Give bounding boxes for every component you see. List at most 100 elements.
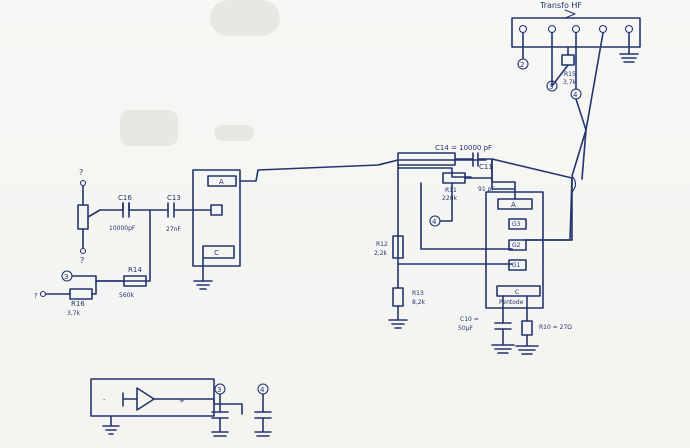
transfo-pin-4 xyxy=(598,24,608,34)
pentode-g1-label: G1 xyxy=(512,262,521,269)
question-bottom-label: ? xyxy=(80,256,84,265)
long-cross-wires xyxy=(397,98,587,241)
amplifier-minus-label: - xyxy=(103,396,106,404)
c4-bottom-plates xyxy=(254,411,272,419)
node-3-left-wire xyxy=(71,275,97,282)
triode-ground xyxy=(193,280,213,290)
pentode-g2-label: G2 xyxy=(512,242,521,249)
triode-cathode-box xyxy=(202,245,235,259)
triode-anode-box xyxy=(207,175,237,187)
input-network: ? ? C16 10000pF C13 27nF R14 560k 3 ? xyxy=(34,168,212,317)
upper-right-to-pentode xyxy=(581,129,587,180)
transfo-pin-1 xyxy=(518,24,528,34)
question-left-pin xyxy=(39,290,47,298)
c16-plates-top xyxy=(122,202,130,211)
r13-ground xyxy=(388,305,408,329)
paper-shadow-top xyxy=(210,0,280,36)
r15-value: 3,7k xyxy=(563,79,577,86)
r16-label: R16 xyxy=(71,300,85,308)
pentode-label: Pentode xyxy=(499,299,524,306)
question-top-label: ? xyxy=(79,168,83,177)
r12-value: 2,2k xyxy=(374,250,388,257)
input-pot-wiper xyxy=(87,209,124,218)
c14-label: C14 = 10000 pF xyxy=(435,144,492,152)
node-4-top-label: 4 xyxy=(573,91,578,99)
c13-plates xyxy=(167,202,175,218)
wire-crossover xyxy=(571,175,577,193)
node-4-to-right-wire xyxy=(575,98,587,131)
transfo-hf-arrow xyxy=(564,9,576,19)
pentode-g3-box xyxy=(508,218,527,230)
node-3-top-circle xyxy=(546,80,558,92)
c13-label: C13 xyxy=(167,194,181,202)
r11-feedback-wire xyxy=(420,182,513,250)
r11-value: 220k xyxy=(442,195,457,202)
r15-label: R15 xyxy=(564,71,576,78)
r11-label: R11 xyxy=(445,187,457,194)
node-3-top-label: 3 xyxy=(549,83,553,91)
amplifier-block: - + 3 4 xyxy=(90,378,272,437)
triode-grid-box xyxy=(210,204,223,216)
r10-label: R10 = 27Ω xyxy=(539,324,572,331)
r11-resistor xyxy=(442,172,466,184)
coupling-network: C14 = 10000 pF C11 R11 220k 91 pF 4 R12 … xyxy=(374,144,516,329)
r15-leads xyxy=(551,46,569,87)
question-bottom-pin xyxy=(79,247,87,255)
c16-value: 10000pF xyxy=(109,225,136,232)
node-2-top: 2 xyxy=(517,58,529,70)
c10-label: C10 = xyxy=(460,316,479,323)
transfo-hf-label: Transfo HF xyxy=(539,1,582,10)
question-left-label: ? xyxy=(34,292,38,300)
pentode-anode-label: A xyxy=(511,201,516,209)
amplifier-enclosure xyxy=(90,378,215,417)
question-top-pin xyxy=(79,179,87,187)
pentode-g3-label: G3 xyxy=(512,221,521,228)
triode-body xyxy=(192,169,241,267)
c10-plates xyxy=(494,322,512,330)
triode-anode-wire xyxy=(239,159,399,182)
c11-value: 91 pF xyxy=(478,186,495,193)
pentode-cathode-label: C xyxy=(515,289,519,296)
input-pot xyxy=(77,204,89,230)
transfo-ground-1 xyxy=(619,53,639,63)
r12-label: R12 xyxy=(376,241,388,248)
r12-vertical-wire xyxy=(397,167,513,265)
r15-resistor xyxy=(561,54,575,66)
r14-label: R14 xyxy=(128,266,142,274)
triode-cathode-label: C xyxy=(214,249,219,257)
r13-value: 8,2k xyxy=(412,299,426,306)
transfo-hf-body xyxy=(511,17,641,48)
c10-value: 50µF xyxy=(458,325,473,332)
node-4-mid-label: 4 xyxy=(432,218,437,226)
triode-anode-label: A xyxy=(219,178,224,186)
c11-label: C11 xyxy=(479,163,493,171)
node-2-top-circle xyxy=(517,58,529,70)
paper-shadow-left xyxy=(120,110,178,146)
amplifier-output-wire xyxy=(153,398,227,405)
paper-shadow-mid xyxy=(214,125,254,141)
r13-label: R13 xyxy=(412,290,424,297)
c3-bottom-ground xyxy=(211,417,229,437)
c13-value: 27nF xyxy=(166,226,181,233)
input-bias-wire xyxy=(95,209,151,282)
c16-label: C16 xyxy=(118,194,132,202)
node-4-mid-wire xyxy=(439,182,453,222)
c10-ground xyxy=(491,328,515,354)
r15-group: R15 3,7k 3 xyxy=(546,46,577,92)
amplifier-plus-label: + xyxy=(179,397,185,405)
r14-value: 560k xyxy=(119,292,134,299)
pentode-grid-feed xyxy=(491,177,516,200)
amplifier-triangle xyxy=(136,387,155,411)
r10-ground xyxy=(515,334,539,355)
transfo-pin-2 xyxy=(547,24,557,34)
pentode-g2-box xyxy=(508,239,527,251)
node-4-bottom-label: 4 xyxy=(260,386,265,394)
node-2-top-label: 2 xyxy=(520,61,524,69)
c14-body xyxy=(397,152,456,166)
c16-plates xyxy=(122,202,130,218)
pentode-cathode-box xyxy=(496,285,541,297)
r16-right-wire xyxy=(91,280,97,295)
pentode-g1-box xyxy=(508,259,527,271)
